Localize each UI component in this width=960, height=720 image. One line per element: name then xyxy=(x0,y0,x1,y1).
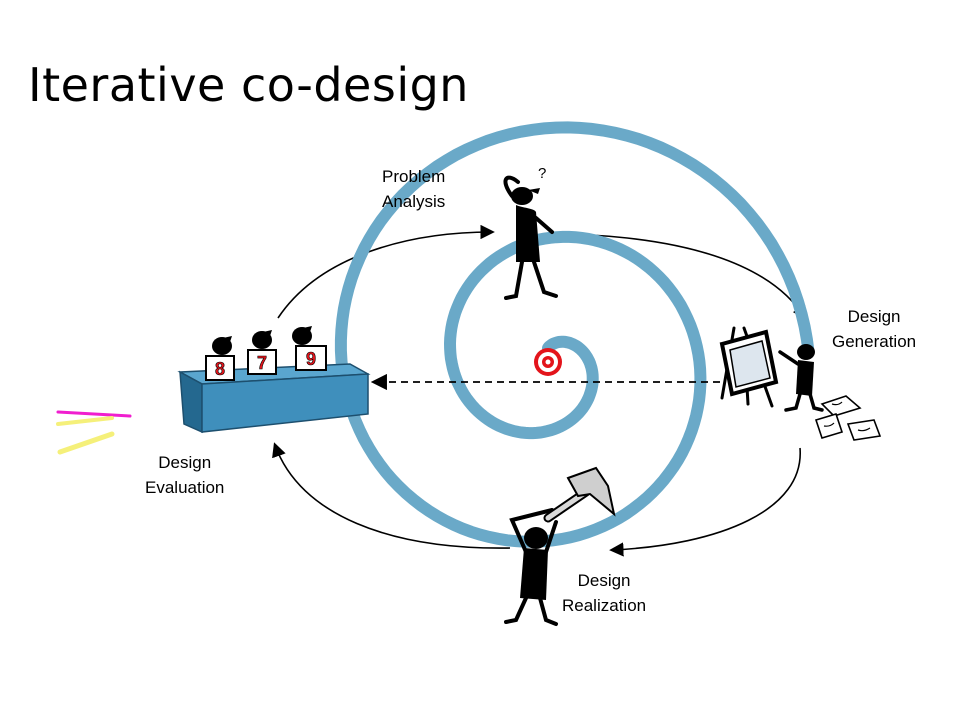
judge-figures-icon xyxy=(212,326,312,355)
label-line: Design xyxy=(577,571,631,590)
question-mark: ? xyxy=(538,165,546,182)
label-design-evaluation: Design Evaluation xyxy=(145,450,224,500)
label-line: Analysis xyxy=(382,192,446,211)
label-design-realization: Design Realization xyxy=(562,568,646,618)
spiral-path xyxy=(334,121,815,548)
artist-figure-icon xyxy=(778,344,824,412)
label-line: Design xyxy=(847,307,901,326)
label-line: Generation xyxy=(832,332,917,351)
score-card-1 xyxy=(205,355,235,381)
cycle-arrow-realization-to-evaluation xyxy=(272,442,511,549)
target-icon xyxy=(534,348,562,376)
label-line: Evaluation xyxy=(145,478,225,497)
score-card-2 xyxy=(247,349,277,375)
score-value: 7 xyxy=(257,353,267,373)
score-card-3 xyxy=(295,345,327,371)
scattered-sketches-icon xyxy=(814,395,882,441)
label-line: Problem xyxy=(382,167,446,186)
easel-icon xyxy=(719,326,779,408)
highlighter-marks xyxy=(56,410,132,455)
cycle-arrow-generation-to-realization xyxy=(609,447,801,557)
label-problem-analysis: Problem Analysis xyxy=(382,164,445,214)
score-value: 8 xyxy=(215,359,225,379)
hammer-icon xyxy=(543,466,616,523)
slide-title: Iterative co-design xyxy=(28,58,469,112)
label-line: Design xyxy=(158,453,212,472)
builder-figure-icon xyxy=(504,508,558,626)
score-value: 9 xyxy=(306,349,316,369)
label-design-generation: Design Generation xyxy=(832,304,916,354)
thinker-figure-icon: ? xyxy=(503,165,558,300)
cycle-arrow-analysis-to-generation xyxy=(559,233,807,321)
cycle-arrow-evaluation-to-analysis xyxy=(277,224,495,319)
score-cards: 8 7 9 xyxy=(205,345,327,381)
label-line: Realization xyxy=(562,596,647,615)
